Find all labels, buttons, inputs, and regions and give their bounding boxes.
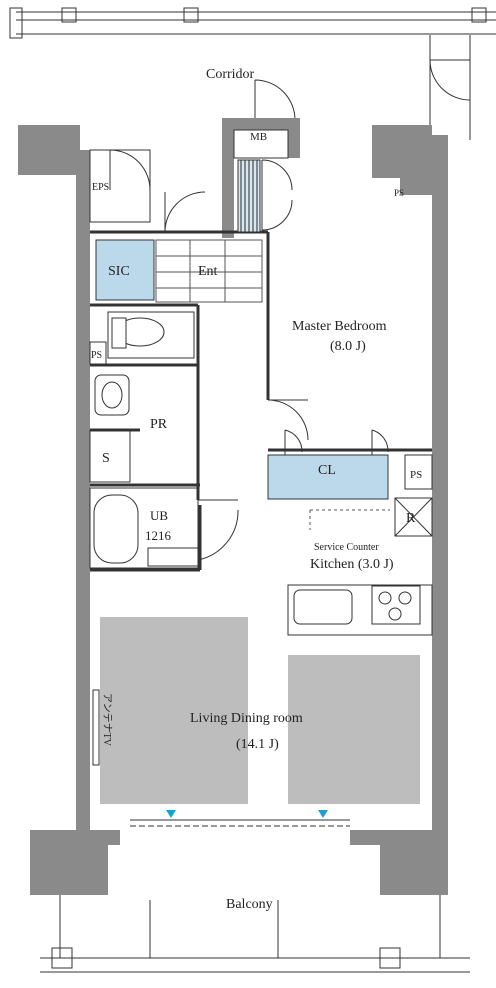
balcony-window: [130, 810, 350, 827]
corridor-label: Corridor: [206, 67, 255, 82]
pr-label: PR: [150, 417, 168, 432]
entrance-tiles: [155, 239, 263, 303]
entrance-label: Ent: [198, 264, 218, 279]
master-bedroom-size: (8.0 J): [330, 339, 366, 354]
master-bedroom-label: Master Bedroom: [292, 319, 387, 334]
living-size: (14.1 J): [236, 737, 279, 752]
sic-storage: [95, 239, 155, 301]
toilet-room: [89, 311, 195, 365]
cl-label: CL: [318, 463, 336, 478]
bath-door: [197, 499, 239, 561]
eps-label: EPS: [92, 182, 109, 193]
living-label: Living Dining room: [190, 711, 303, 726]
ps-label-right: PS: [410, 469, 422, 481]
eps-closet: [89, 149, 206, 233]
sic-label: SIC: [108, 264, 130, 279]
walls: [18, 118, 448, 895]
refrigerator: [394, 497, 433, 537]
service-counter-outline: [309, 509, 390, 530]
refrigerator-label: R: [406, 511, 416, 526]
kitchen-label: Kitchen (3.0 J): [310, 557, 394, 572]
ps-label-top: PS: [394, 188, 404, 198]
balcony-railing: [40, 895, 470, 973]
ps-label-left: PS: [91, 350, 102, 361]
living-floor-area-left: [100, 617, 248, 804]
s-label: S: [102, 451, 110, 466]
tv-outlet: [92, 689, 100, 766]
living-floor-area-right: [288, 655, 420, 804]
kitchen-counter: [287, 584, 433, 636]
bedroom-door: [267, 399, 309, 441]
ub-size: 1216: [145, 528, 172, 543]
bathtub: [89, 487, 199, 569]
ub-label: UB: [150, 508, 168, 523]
mb-box: [233, 129, 293, 233]
tv-antenna-label: アンテナTV: [101, 693, 113, 747]
mb-label: MB: [250, 131, 267, 143]
service-counter-label: Service Counter: [314, 542, 379, 553]
corridor-doors: [254, 35, 471, 140]
powder-room: [89, 374, 131, 483]
top-window: [9, 7, 496, 39]
cl-closet: [267, 429, 433, 500]
balcony-label: Balcony: [226, 897, 273, 912]
